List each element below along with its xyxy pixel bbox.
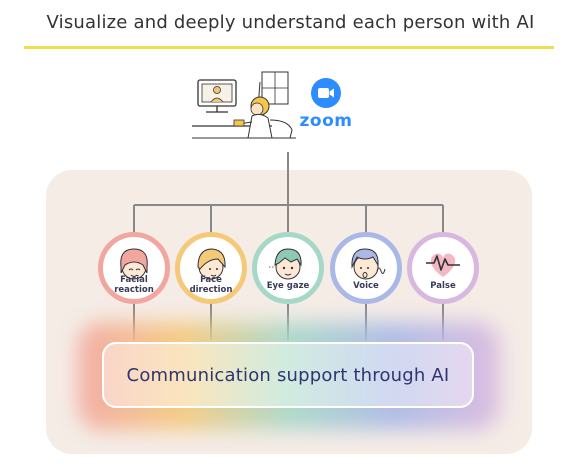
ai-support-box: Communication support through AI [102,342,474,408]
ai-support-label: Communication support through AI [126,364,450,386]
title-underline [24,46,554,49]
zoom-wordmark: zoom [299,111,353,131]
node-heart-pulse: Palse [407,232,479,304]
node-label: Voice [353,281,379,291]
node-face-direction-face: Face direction [175,232,247,304]
node-label: Palse [430,281,456,291]
node-label: Eye gaze [266,281,310,291]
zoom-logo: zoom [296,78,356,134]
node-label: Face direction [189,275,233,295]
page-title: Visualize and deeply understand each per… [46,12,535,33]
person-at-computer-icon [192,71,296,139]
node-eye-gaze-face: Eye gaze [252,232,324,304]
zoom-camera-icon [311,78,341,108]
node-voice-face: Voice [330,232,402,304]
node-label: Facial reaction [114,275,154,295]
node-facial-reaction-face: Facial reaction [98,232,170,304]
